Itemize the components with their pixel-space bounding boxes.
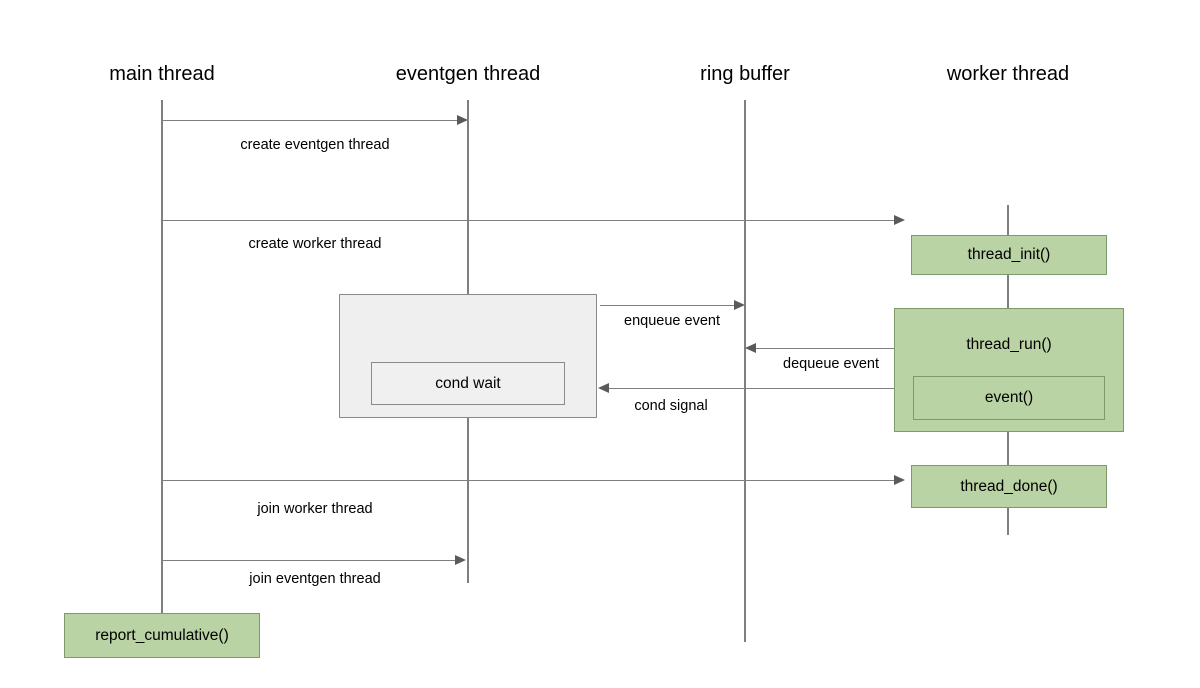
activation-label-thread-run: thread_run()	[966, 336, 1052, 353]
arrowhead-dequeue-event	[745, 343, 756, 353]
activation-report-cumulative[interactable]: report_cumulative()	[64, 613, 260, 658]
message-line-cond-signal	[609, 388, 894, 389]
activation-label-cond-wait: cond wait	[435, 374, 501, 392]
message-label-create-eventgen-thread: create eventgen thread	[240, 137, 390, 153]
message-label-cond-signal: cond signal	[634, 398, 708, 414]
message-line-join-worker-thread	[162, 480, 894, 481]
message-line-create-eventgen-thread	[162, 120, 457, 121]
arrowhead-enqueue-event	[734, 300, 745, 310]
message-line-join-eventgen-thread	[162, 560, 455, 561]
activation-thread-done[interactable]: thread_done()	[911, 465, 1107, 508]
activation-thread-init[interactable]: thread_init()	[911, 235, 1107, 275]
lifeline-title-worker: worker thread	[946, 63, 1070, 85]
arrowhead-create-worker-thread	[894, 215, 905, 225]
message-line-enqueue-event	[600, 305, 734, 306]
activation-label-event: event()	[984, 389, 1034, 406]
arrowhead-create-eventgen-thread	[457, 115, 468, 125]
lifeline-title-eventgen: eventgen thread	[395, 63, 541, 85]
message-label-enqueue-event: enqueue event	[624, 313, 720, 329]
arrowhead-join-worker-thread	[894, 475, 905, 485]
activation-event[interactable]: event()	[913, 376, 1105, 420]
message-label-dequeue-event: dequeue event	[783, 356, 879, 372]
activation-label-thread-done: thread_done()	[960, 477, 1058, 495]
message-label-join-eventgen-thread: join eventgen thread	[249, 571, 381, 587]
message-line-dequeue-event	[756, 348, 894, 349]
activation-label-thread-init: thread_init()	[967, 246, 1051, 263]
activation-cond-wait[interactable]: cond wait	[371, 362, 565, 405]
message-label-create-worker-thread: create worker thread	[248, 236, 382, 252]
message-line-create-worker-thread	[162, 220, 894, 221]
lifeline-title-main: main thread	[109, 63, 215, 85]
activation-label-report-cumulative: report_cumulative()	[95, 626, 229, 644]
arrowhead-join-eventgen-thread	[455, 555, 466, 565]
lifeline-title-ringbuffer: ring buffer	[700, 63, 790, 85]
lifeline-main	[161, 100, 163, 613]
arrowhead-cond-signal	[598, 383, 609, 393]
message-label-join-worker-thread: join worker thread	[257, 501, 373, 517]
lifeline-ringbuffer	[744, 100, 746, 642]
